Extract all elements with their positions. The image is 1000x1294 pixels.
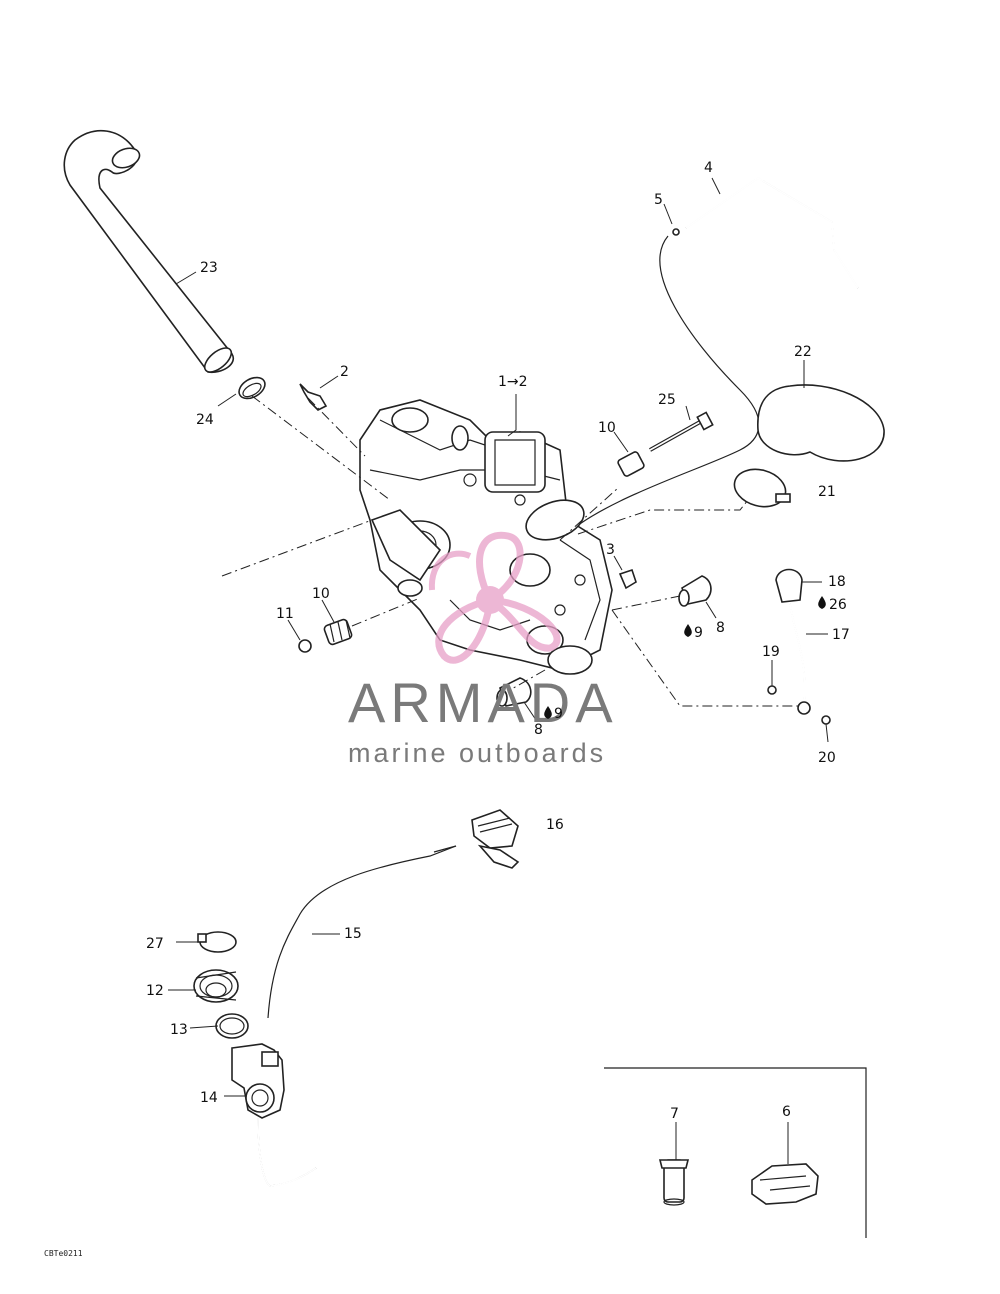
watermark-title: ARMADA <box>348 671 618 734</box>
part-21-clamp <box>733 468 791 508</box>
part-8-bushing-lower <box>496 677 532 707</box>
part-25-bolt <box>649 411 714 452</box>
label-9-right: 9 <box>694 625 703 641</box>
part-13-clamp <box>215 1013 249 1039</box>
part-23-hose <box>63 129 235 374</box>
watermark: ARMADA marine outboards <box>348 531 618 768</box>
label-8-lower: 8 <box>534 722 543 738</box>
label-25: 25 <box>658 392 676 408</box>
label-18: 18 <box>828 574 846 590</box>
label-23: 23 <box>200 260 218 276</box>
label-20: 20 <box>818 750 836 766</box>
part-22-rubber-boot <box>757 384 885 462</box>
label-21: 21 <box>818 484 836 500</box>
part-20-nut <box>821 715 831 725</box>
label-22: 22 <box>794 344 812 360</box>
part-8-bushing-right <box>678 575 712 607</box>
label-27: 27 <box>146 936 164 952</box>
label-6: 6 <box>782 1104 791 1120</box>
part-5-fitting <box>672 228 680 236</box>
assembly-lines <box>221 395 800 707</box>
part-19-washer <box>767 685 777 695</box>
label-10-upper: 10 <box>598 420 616 436</box>
propeller-logo <box>428 531 561 664</box>
label-4: 4 <box>704 160 713 176</box>
drop-icon <box>684 624 692 637</box>
leader-lines <box>168 177 829 1164</box>
label-26: 26 <box>829 597 847 613</box>
label-11: 11 <box>276 606 294 622</box>
label-12: 12 <box>146 983 164 999</box>
part-3-clip <box>618 568 637 590</box>
drop-icon <box>818 596 826 609</box>
part-4-tube <box>685 176 859 289</box>
label-24: 24 <box>196 412 214 428</box>
watermark-subtitle: marine outboards <box>348 738 606 768</box>
part-17-hose <box>789 603 806 707</box>
part-6-module <box>751 1163 819 1205</box>
drop-icon <box>544 706 552 719</box>
label-5: 5 <box>654 192 663 208</box>
label-19: 19 <box>762 644 780 660</box>
part-18-primer-bulb <box>775 568 803 603</box>
breather-hose-line <box>559 235 760 541</box>
label-3: 3 <box>606 542 615 558</box>
part-labels: 1→2 2 3 4 5 6 7 8 8 9 9 10 10 11 12 13 1… <box>146 160 850 1122</box>
label-10-lower: 10 <box>312 586 330 602</box>
part-14-carburetor <box>231 1043 317 1187</box>
part-10-fuel-filter-lower <box>323 618 353 646</box>
label-8-right: 8 <box>716 620 725 636</box>
label-17: 17 <box>832 627 850 643</box>
part-10-fuel-filter-upper <box>617 451 645 477</box>
part-24-clamp <box>238 376 266 400</box>
hose-fitting <box>797 701 811 715</box>
part-7-fuel-pump <box>658 1159 690 1206</box>
part-27-clamp <box>197 931 237 953</box>
part-12-carburetor-connector <box>193 969 239 1003</box>
label-16: 16 <box>546 817 564 833</box>
label-1: 1→2 <box>498 374 528 390</box>
label-13: 13 <box>170 1022 188 1038</box>
label-15: 15 <box>344 926 362 942</box>
label-7: 7 <box>670 1106 679 1122</box>
accessory-box-frame <box>604 1067 867 1238</box>
label-14: 14 <box>200 1090 218 1106</box>
part-15-cable <box>267 845 457 1019</box>
label-9-lower: 9 <box>554 706 563 722</box>
part-2-fitting <box>299 383 328 411</box>
label-2: 2 <box>340 364 349 380</box>
drawing-code: CBTe0211 <box>44 1249 83 1258</box>
part-11-nut <box>298 639 312 653</box>
part-16-throttle-lever <box>471 809 520 869</box>
